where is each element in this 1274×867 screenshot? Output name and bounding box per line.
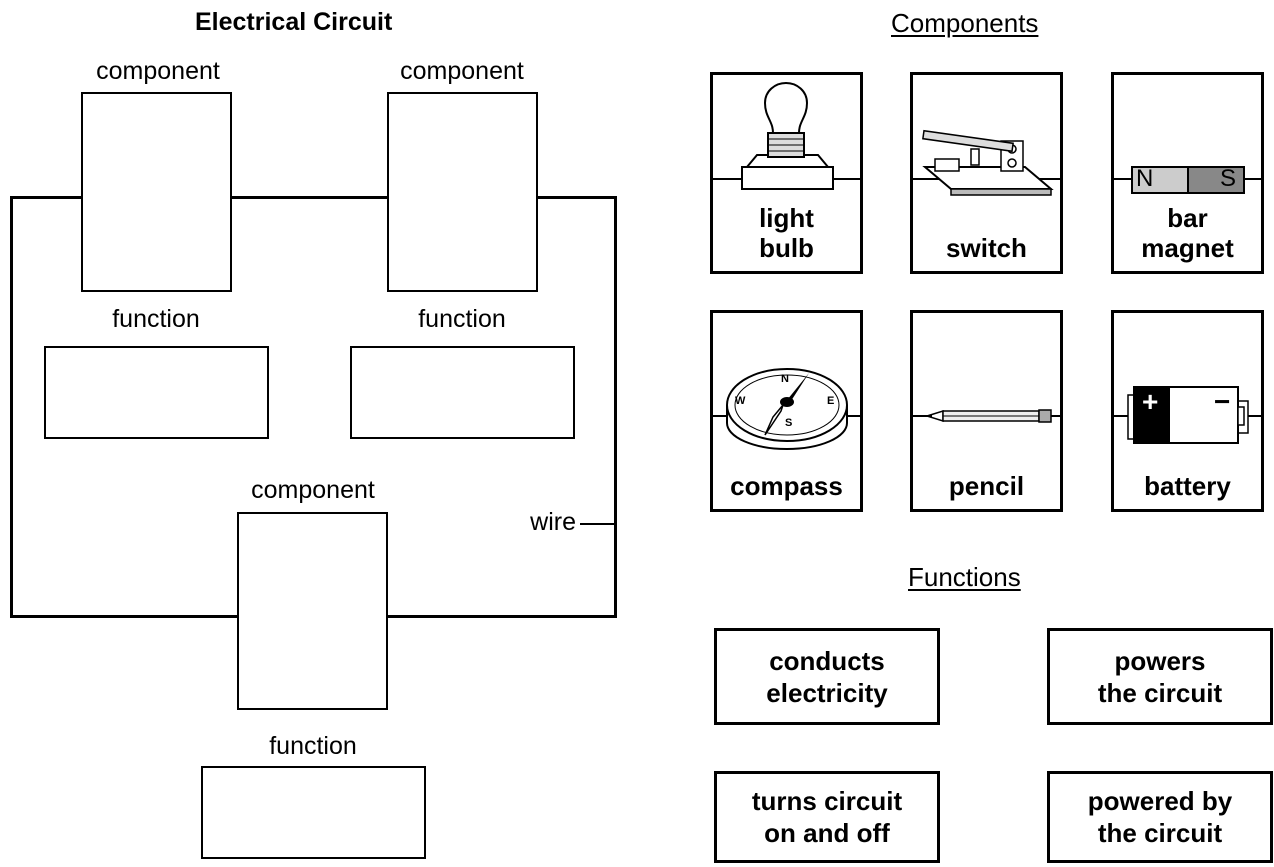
wire-bottom-right	[388, 615, 617, 618]
compass-icon	[713, 368, 860, 450]
function-slot-label-2: function	[418, 305, 506, 333]
wire-left	[10, 196, 13, 618]
wire-top-middle	[231, 196, 388, 199]
functions-heading: Functions	[908, 562, 1021, 592]
component-card-battery[interactable]: + − battery	[1111, 310, 1264, 512]
component-card-switch[interactable]: switch	[910, 72, 1063, 274]
component-slot-2[interactable]	[387, 92, 538, 292]
component-card-compass[interactable]: N E S W compass	[710, 310, 863, 512]
wire-top-right	[537, 196, 617, 199]
circuit-title: Electrical Circuit	[195, 8, 393, 36]
function-card-turns-circuit-on-and-off[interactable]: turns circuit on and off	[714, 771, 940, 863]
battery-minus: −	[1214, 386, 1231, 417]
function-card-conducts-electricity[interactable]: conducts electricity	[714, 628, 940, 725]
battery-plus: +	[1142, 386, 1159, 417]
compass-n: N	[781, 373, 789, 385]
component-slot-label-3: component	[251, 476, 375, 504]
component-slot-label-2: component	[400, 57, 524, 85]
function-card-powers-the-circuit[interactable]: powers the circuit	[1047, 628, 1273, 725]
function-slot-1[interactable]	[44, 346, 269, 439]
switch-icon	[913, 129, 1060, 196]
light-bulb-icon	[713, 81, 860, 190]
component-slot-1[interactable]	[81, 92, 232, 292]
card-label-pencil: pencil	[948, 471, 1025, 501]
function-slot-2[interactable]	[350, 346, 575, 439]
card-label-switch: switch	[946, 233, 1027, 263]
compass-w: W	[735, 395, 746, 407]
compass-e: E	[827, 395, 835, 407]
wire-right	[614, 196, 617, 618]
card-label-battery: battery	[1144, 471, 1231, 501]
magnet-pole-s: S	[1220, 165, 1237, 192]
component-card-pencil[interactable]: pencil	[910, 310, 1063, 512]
magnet-pole-n: N	[1136, 165, 1154, 192]
components-heading: Components	[891, 8, 1039, 38]
component-slot-label-1: component	[96, 57, 220, 85]
card-label-bar-magnet: bar magnet	[1141, 203, 1234, 263]
battery-icon	[1114, 386, 1261, 444]
wire-pointer	[580, 523, 614, 525]
wire-label: wire	[530, 508, 576, 536]
card-label-light-bulb: light bulb	[759, 203, 814, 263]
function-slot-3[interactable]	[201, 766, 426, 859]
function-card-powered-by-the-circuit[interactable]: powered by the circuit	[1047, 771, 1273, 863]
bar-magnet-icon	[1114, 166, 1261, 194]
card-label-compass: compass	[730, 471, 843, 501]
function-slot-label-1: function	[112, 305, 200, 333]
pencil-icon	[913, 409, 1060, 423]
component-card-light-bulb[interactable]: light bulb	[710, 72, 863, 274]
compass-s: S	[785, 417, 793, 429]
component-slot-3[interactable]	[237, 512, 388, 710]
wire-top-left	[10, 196, 82, 199]
wire-bottom-left	[10, 615, 238, 618]
function-slot-label-3: function	[269, 732, 357, 760]
component-card-bar-magnet[interactable]: N S bar magnet	[1111, 72, 1264, 274]
